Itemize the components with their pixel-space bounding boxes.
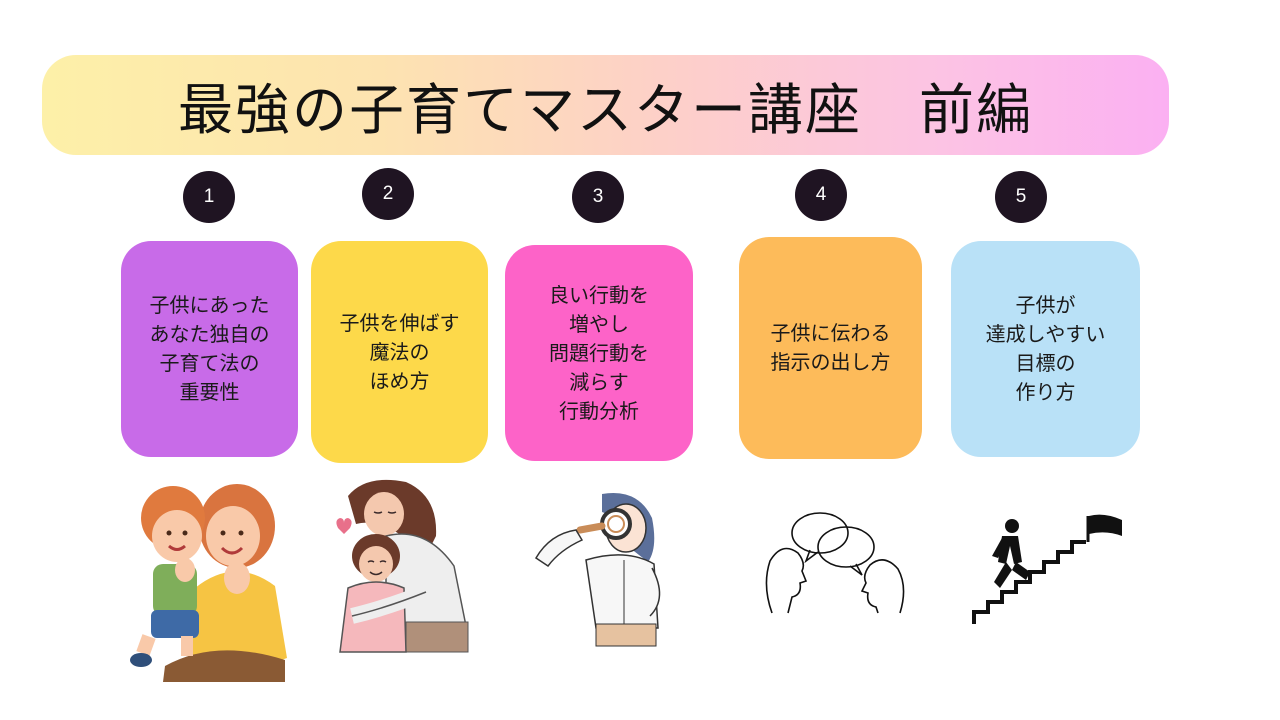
topic-card-2: 子供を伸ばす 魔法の ほめ方 xyxy=(311,241,488,463)
step-number-3: 3 xyxy=(572,171,624,223)
stairs-to-flag-illustration xyxy=(972,514,1122,624)
topic-card-3: 良い行動を 増やし 問題行動を 減らす 行動分析 xyxy=(505,245,693,461)
topic-card-text: 子供を伸ばす 魔法の ほめ方 xyxy=(339,310,460,393)
mother-and-child-illustration xyxy=(130,484,287,682)
topic-card-text: 子供に伝わる 指示の出し方 xyxy=(770,321,891,374)
topic-card-text: 子供にあった あなた独自の 子育て法の 重要性 xyxy=(149,293,270,404)
step-number-5: 5 xyxy=(995,171,1047,223)
topic-card-text: 良い行動を 増やし 問題行動を 減らす 行動分析 xyxy=(549,282,649,423)
topic-card-5: 子供が 達成しやすい 目標の 作り方 xyxy=(951,241,1140,457)
step-number-1: 1 xyxy=(183,171,235,223)
step-number-4: 4 xyxy=(795,169,847,221)
page-title: 最強の子育てマスター講座 前編 xyxy=(177,78,1033,142)
conversation-heads-illustration xyxy=(765,512,905,614)
topic-card-4: 子供に伝わる 指示の出し方 xyxy=(739,237,922,459)
title-banner: 最強の子育てマスター講座 前編 xyxy=(42,55,1169,155)
topic-card-1: 子供にあった あなた独自の 子育て法の 重要性 xyxy=(121,241,298,457)
topic-card-text: 子供が 達成しやすい 目標の 作り方 xyxy=(985,293,1106,404)
hugging-mother-illustration xyxy=(336,479,469,653)
step-number-2: 2 xyxy=(362,168,414,220)
magnifying-glass-woman-illustration xyxy=(534,493,661,647)
